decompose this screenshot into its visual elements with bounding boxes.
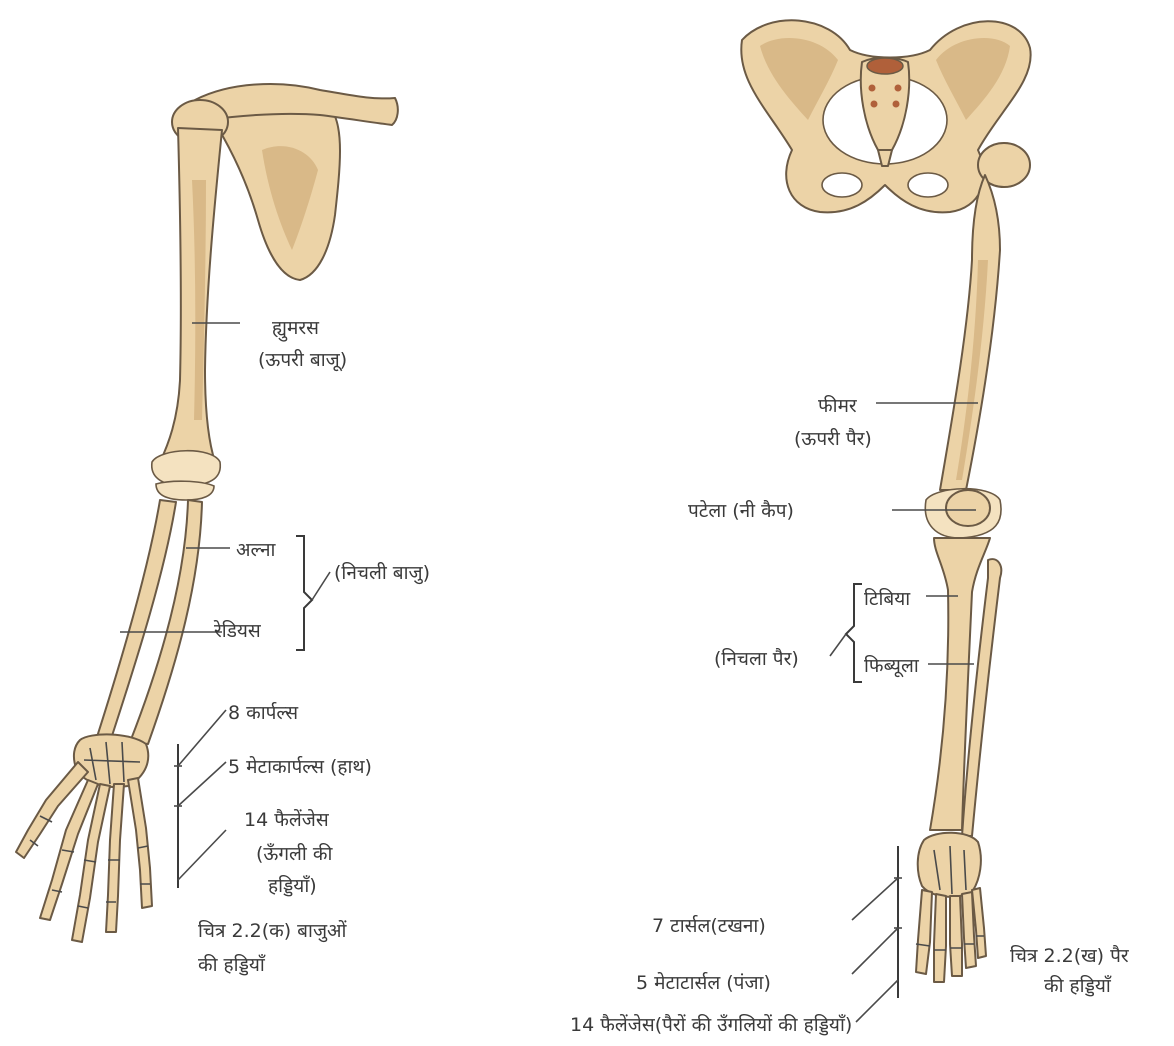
tarsals [918, 833, 981, 897]
arm-bones-illustration [16, 84, 398, 942]
patella-label: पटेला (नी कैप) [688, 500, 794, 523]
ulna [96, 500, 176, 742]
lower-arm-bracket [296, 536, 312, 650]
lower-leg-label: (निचला पैर) [714, 648, 799, 671]
hand-phalanges-note-2: हड्डियाँ) [268, 875, 317, 898]
ulna-label: अल्ना [236, 539, 275, 562]
humerus-label: ह्युमरस [272, 317, 319, 340]
humerus [160, 128, 222, 462]
femur-note-label: (ऊपरी पैर) [794, 428, 872, 451]
radius-label: रेडियस [214, 620, 261, 643]
leg-caption-line-1: चित्र 2.2(ख) पैर [1010, 945, 1129, 968]
arm-caption-line-1: चित्र 2.2(क) बाजुओं [198, 920, 346, 943]
lower-arm-label: (निचली बाजु) [334, 562, 430, 585]
humerus-note-label: (ऊपरी बाजू) [258, 349, 347, 372]
hand-phalanges-label: 14 फैलेंजेस [244, 809, 329, 832]
metatarsals-label: 5 मेटाटार्सल (पंजा) [636, 972, 771, 995]
carpals-label: 8 कार्पल्स [228, 702, 298, 725]
foot-phalanges [916, 888, 986, 982]
lower-leg-bracket [846, 584, 862, 682]
tarsals-label: 7 टार्सल(टखना) [652, 915, 766, 938]
metacarpals-label: 5 मेटाकार्पल्स (हाथ) [228, 756, 372, 779]
tibia-label: टिबिया [864, 588, 910, 611]
hand-phalanges [16, 762, 152, 942]
leg-caption-line-2: की हड्डियाँ [1044, 975, 1111, 998]
arm-caption-line-2: की हड्डियाँ [198, 954, 265, 977]
fibula-label: फिब्यूला [864, 655, 919, 678]
hand-phalanges-note-1: (ऊँगली की [256, 843, 332, 866]
patella [946, 490, 990, 526]
femur [940, 175, 1000, 490]
femur-label: फीमर [818, 395, 857, 418]
foot-phalanges-label: 14 फैलेंजेस(पैरों की उँगलियों की हड्डिया… [570, 1014, 852, 1037]
